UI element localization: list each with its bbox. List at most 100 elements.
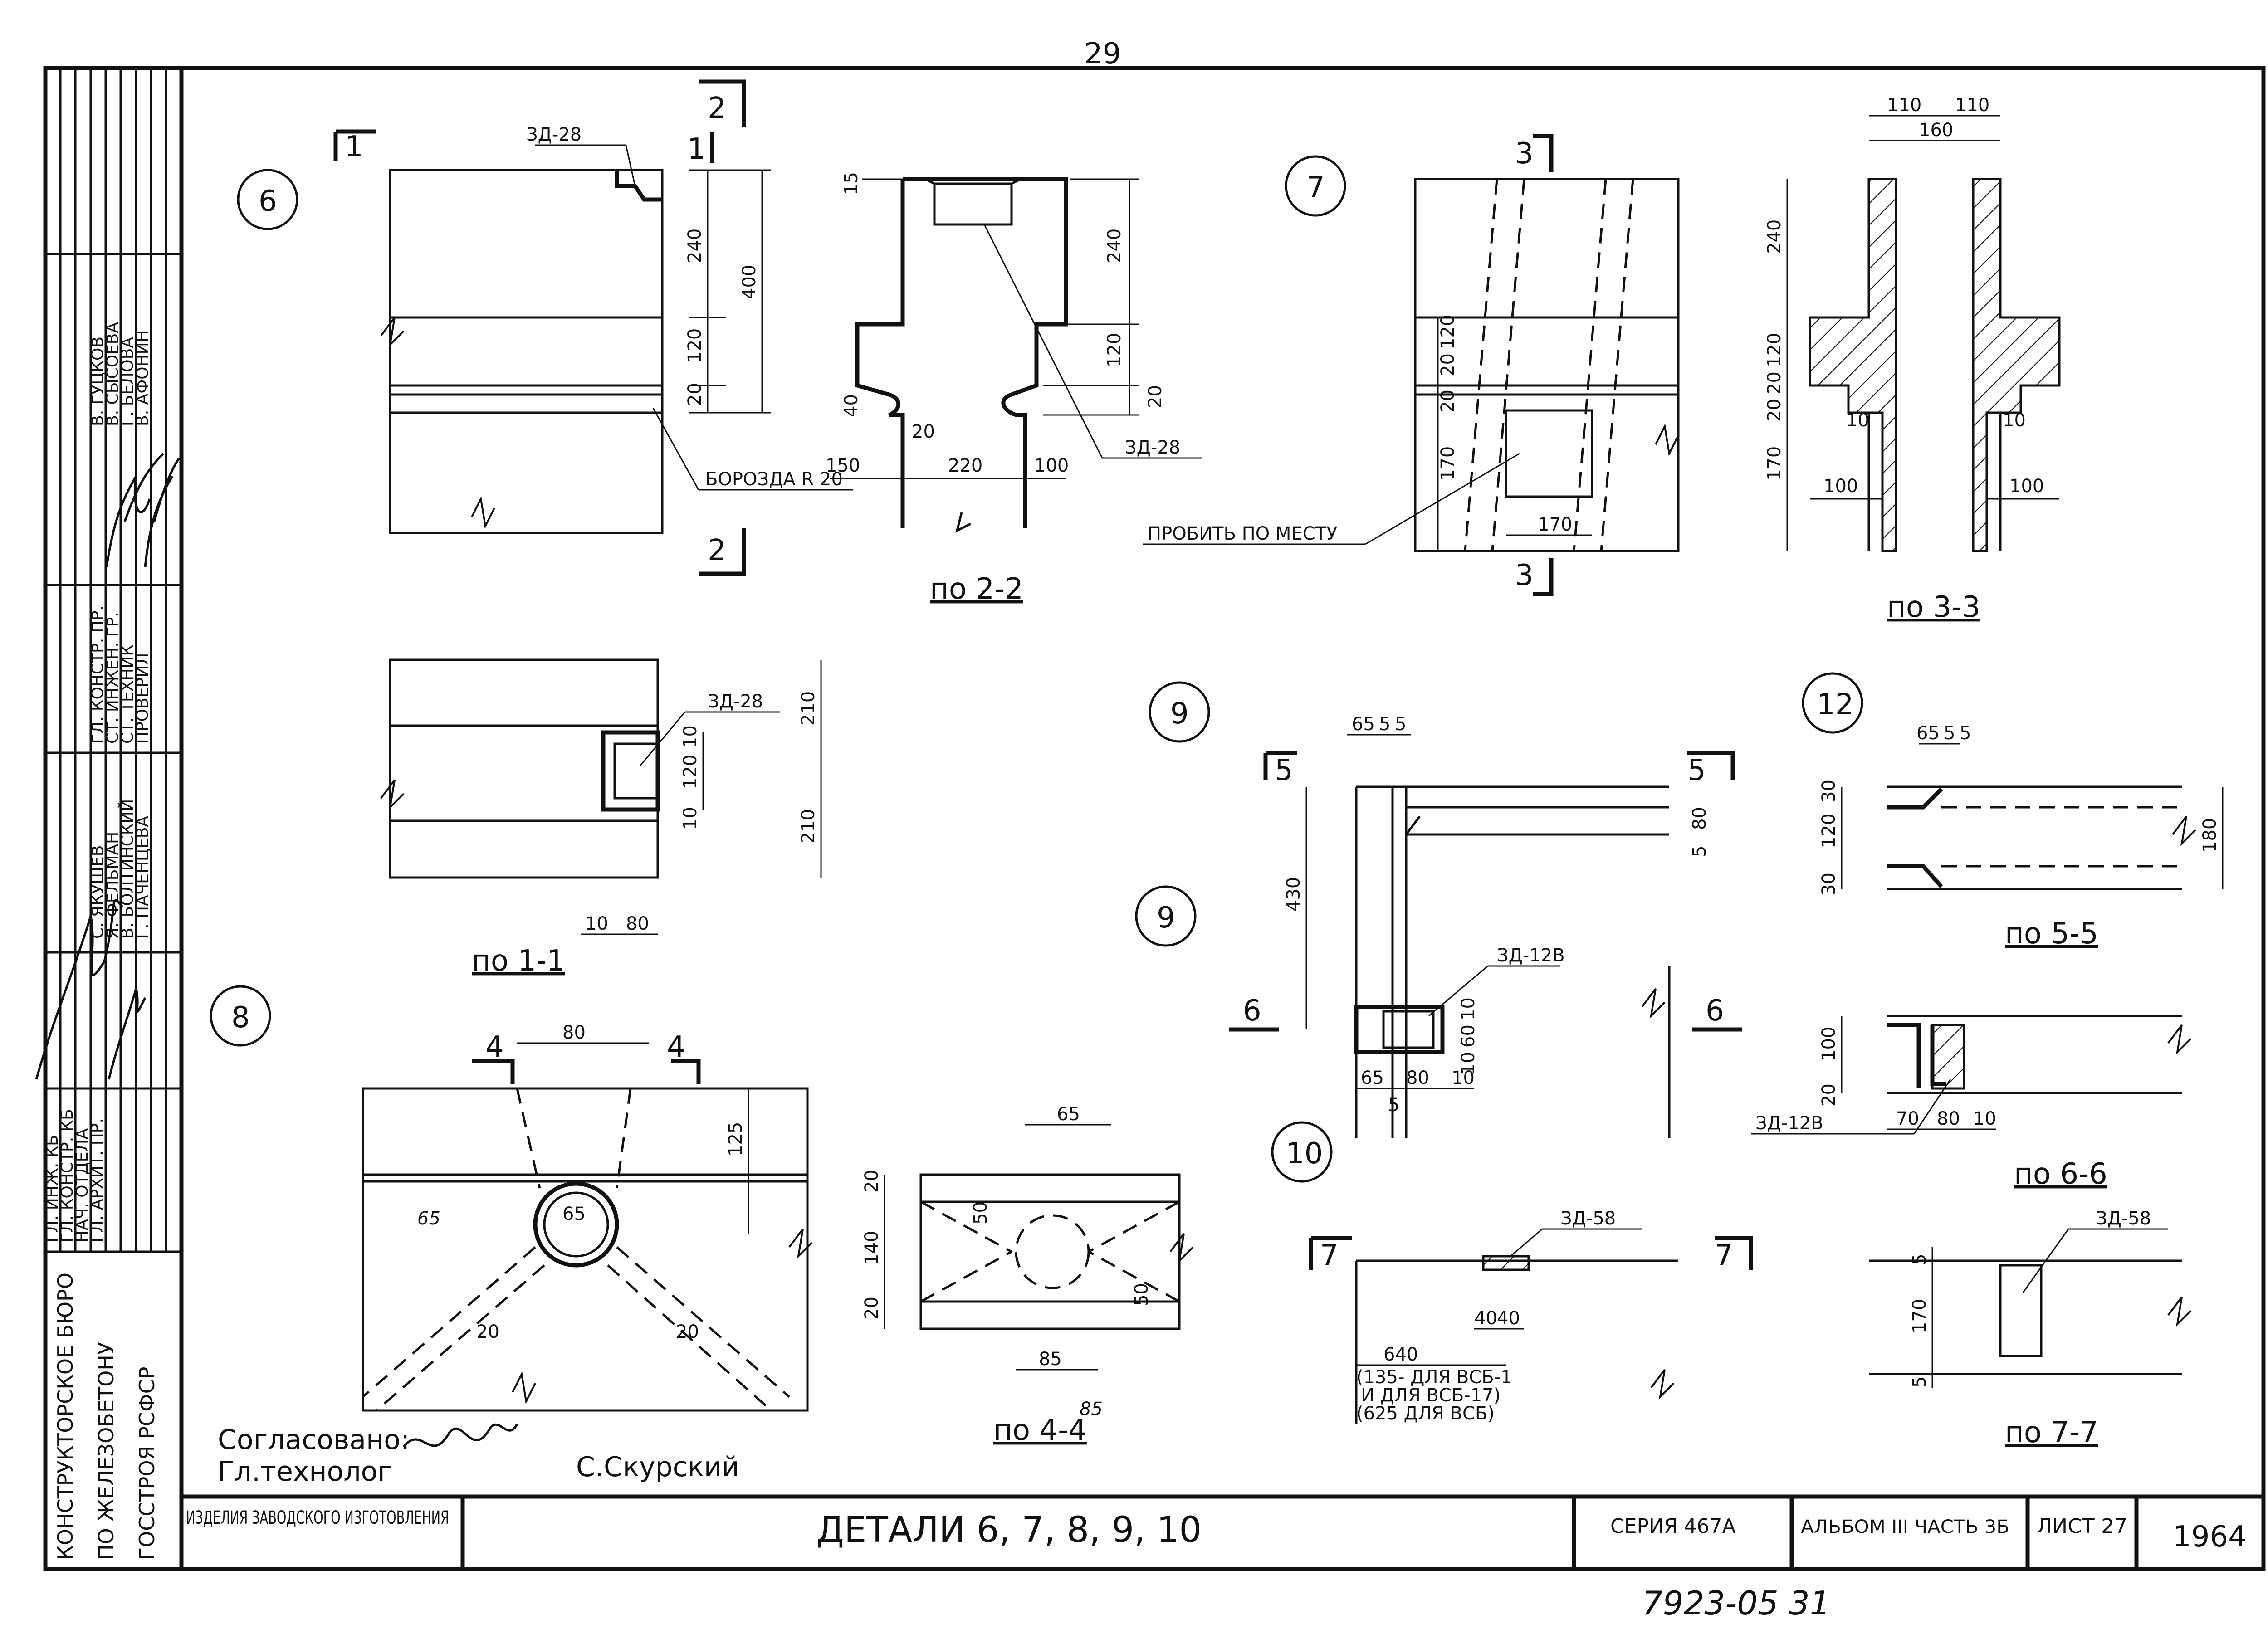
svg-text:ЗД-28: ЗД-28 [708,691,763,712]
svg-text:ЗД-28: ЗД-28 [526,124,582,145]
svg-text:9: 9 [1170,697,1189,731]
svg-text:40: 40 [841,394,862,417]
svg-text:20: 20 [1764,371,1785,395]
svg-text:170: 170 [1764,446,1785,481]
bureau-line-1: КОНСТРУКТОРСКОЕ БЮРО [53,1273,78,1560]
svg-text:65: 65 [417,1208,440,1229]
svg-text:10: 10 [1286,1137,1323,1171]
svg-text:20: 20 [676,1322,699,1342]
svg-text:20: 20 [1437,390,1458,413]
svg-text:по 4-4: по 4-4 [993,1414,1087,1447]
svg-text:5: 5 [1395,714,1406,735]
sheet-number: ЛИСТ 27 [2037,1515,2127,1538]
svg-text:по 7-7: по 7-7 [2005,1416,2098,1449]
svg-text:5: 5 [1909,1376,1930,1388]
svg-text:210: 210 [798,809,819,844]
svg-text:65: 65 [1352,714,1375,735]
svg-text:ЗД-28: ЗД-28 [1125,437,1180,458]
role-gl-konstr-pr: ГЛ. КОНСТР. ПР. [88,605,107,744]
svg-text:100: 100 [1818,1027,1839,1061]
svg-text:220: 220 [948,455,982,476]
approval-agreed: Согласовано: [218,1424,410,1456]
svg-text:10: 10 [1846,410,1869,431]
svg-text:(135- ДЛЯ ВСБ-1: (135- ДЛЯ ВСБ-1 [1356,1367,1512,1388]
album: АЛЬБОМ III ЧАСТЬ 3Б [1801,1517,2009,1537]
svg-text:4: 4 [667,1030,685,1064]
svg-text:120: 120 [1818,814,1839,848]
svg-text:150: 150 [826,455,860,476]
detail-9: 9 9 5 5 ЗД-12В 65 5 5 430 80 5 65 80 10 … [1135,681,1742,1138]
svg-text:ПРОБИТЬ ПО МЕСТУ: ПРОБИТЬ ПО МЕСТУ [1148,523,1337,544]
svg-text:20: 20 [861,1170,882,1193]
svg-text:7: 7 [1715,1239,1733,1273]
svg-text:110: 110 [1955,95,1989,116]
section-5-5: 12 65 5 5 30 120 30 180 по 5-5 [1802,672,2224,951]
svg-text:10: 10 [680,807,701,830]
svg-text:10: 10 [1452,1068,1475,1088]
svg-text:120: 120 [684,328,705,363]
svg-text:10: 10 [2003,410,2026,431]
svg-text:120: 120 [1104,333,1125,367]
svg-text:210: 210 [798,691,819,726]
svg-text:20: 20 [1818,1083,1839,1107]
svg-text:65: 65 [1057,1104,1080,1125]
svg-text:240: 240 [1764,219,1785,254]
name-pachentseva: Г. ПАЧЕНЦЕВА [133,816,152,939]
svg-text:9: 9 [1157,901,1175,935]
svg-text:ЗД-12В: ЗД-12В [1755,1113,1823,1134]
svg-text:И ДЛЯ ВСБ-17): И ДЛЯ ВСБ-17) [1361,1385,1501,1406]
svg-text:5: 5 [1689,846,1710,857]
svg-text:160: 160 [1919,120,1953,141]
svg-text:5: 5 [1944,723,1955,744]
svg-text:20: 20 [684,383,705,406]
section-4-4: 65 20 140 20 50 50 85 85 по 4-4 [861,1104,1181,1447]
svg-text:100: 100 [2009,476,2044,497]
section-6-6: ЗД-12В 100 20 70 80 10 по 6-6 [1751,1015,2182,1191]
role-gl-arkhit-pr: ГЛ. АРХИТ. ПР. [88,1118,107,1243]
svg-text:170: 170 [1437,446,1458,481]
svg-text:120: 120 [1764,333,1785,367]
role-proveril: ПРОВЕРИЛ [133,653,152,744]
svg-text:30: 30 [1818,780,1839,803]
svg-text:5: 5 [1388,1095,1399,1116]
svg-text:120: 120 [1437,315,1458,349]
svg-text:3: 3 [1515,559,1534,592]
svg-text:7: 7 [1320,1239,1339,1273]
page-number: 29 [1084,37,1121,71]
svg-text:по 3-3: по 3-3 [1887,590,1980,624]
svg-text:5: 5 [1275,754,1293,787]
svg-text:10: 10 [1458,1052,1479,1075]
svg-text:20: 20 [912,421,935,442]
svg-text:50: 50 [970,1201,991,1224]
svg-text:20: 20 [861,1297,882,1320]
name-belova: Г. БЕЛОВА [118,337,137,426]
svg-text:120: 120 [680,755,701,789]
svg-text:100: 100 [1823,476,1858,497]
name-boltinsky: В. БОЛТИНСКИЙ [118,799,137,939]
approval-role: Гл.технолог [218,1456,392,1488]
svg-text:430: 430 [1283,877,1304,912]
approval-signature [403,1423,518,1448]
svg-text:10: 10 [680,725,701,748]
svg-text:6: 6 [1706,994,1724,1028]
svg-text:80: 80 [1937,1108,1960,1129]
svg-text:2: 2 [708,92,726,125]
svg-text:5: 5 [1909,1254,1930,1265]
product-type: ИЗДЕЛИЯ ЗАВОДСКОГО ИЗГОТОВЛЕНИЯ [186,1507,449,1528]
svg-text:10: 10 [1458,997,1479,1020]
year: 1964 [2173,1520,2247,1554]
section-1-1: ЗД-28 210 210 10 120 10 10 80 по 1-1 [389,658,822,978]
svg-text:640: 640 [1383,1344,1418,1365]
handwritten-signatures [35,453,181,1080]
sheet-frame [43,66,2266,1571]
svg-text:6: 6 [259,185,277,218]
role-nach-otdela: НАЧ. ОТДЕЛА [73,1128,92,1243]
signature-grid [45,68,181,1252]
svg-text:140: 140 [861,1231,882,1265]
svg-text:3: 3 [1515,137,1534,171]
svg-text:12: 12 [1817,688,1853,722]
svg-text:ЗД-12В: ЗД-12В [1497,945,1565,966]
bureau-line-3: ГОССТРОЯ РСФСР [135,1367,159,1560]
svg-text:60: 60 [1458,1024,1479,1048]
svg-text:15: 15 [841,172,862,195]
